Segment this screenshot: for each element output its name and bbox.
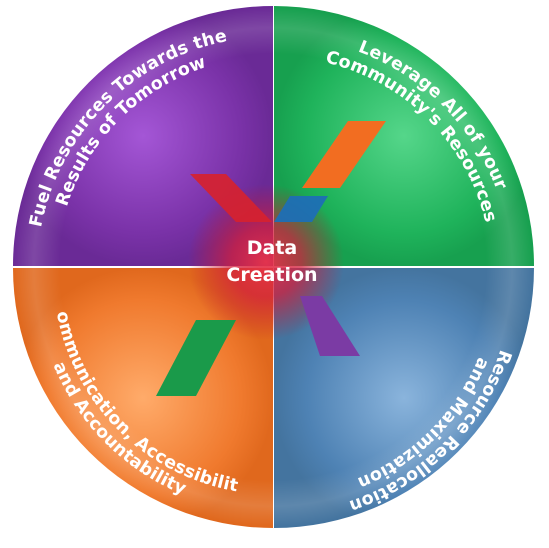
center-title-line-2: Creation <box>226 264 317 286</box>
x-mark <box>156 121 386 396</box>
x-stroke-blue <box>274 196 328 222</box>
x-stroke-green <box>156 320 236 396</box>
center-title-line-1: Data <box>247 237 298 259</box>
x-stroke-purple <box>300 296 360 356</box>
x-stroke-red <box>190 174 272 222</box>
x-stroke-orange <box>302 121 386 188</box>
